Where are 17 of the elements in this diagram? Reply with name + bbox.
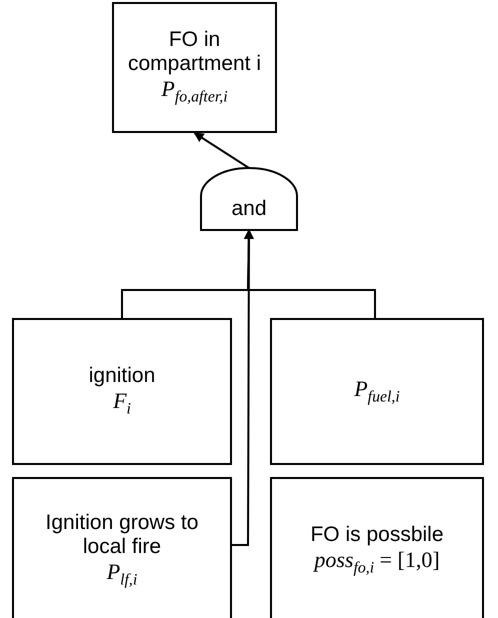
event-label: FO in compartment i	[126, 28, 262, 76]
event-box	[12, 318, 232, 465]
event-label: and	[231, 196, 267, 222]
event-box	[270, 318, 484, 465]
formula: F$_{i}$	[113, 388, 131, 419]
formula: poss$_{fo,i}$ = [1,0]	[314, 547, 440, 578]
connector-arrow	[194, 132, 250, 169]
event-box	[270, 477, 484, 618]
formula: P$_{fuel,i}$	[354, 376, 400, 407]
formula: P$_{lf,i}$	[106, 559, 138, 590]
connector-arrow	[232, 229, 254, 546]
event-label: Ignition grows to local fire	[44, 511, 200, 560]
formula: P$_{fo,after,i}$	[161, 76, 228, 107]
event-box	[112, 2, 277, 133]
event-label: ignition	[88, 364, 156, 388]
event-label: FO is possbile	[310, 523, 444, 548]
event-box	[12, 477, 232, 618]
